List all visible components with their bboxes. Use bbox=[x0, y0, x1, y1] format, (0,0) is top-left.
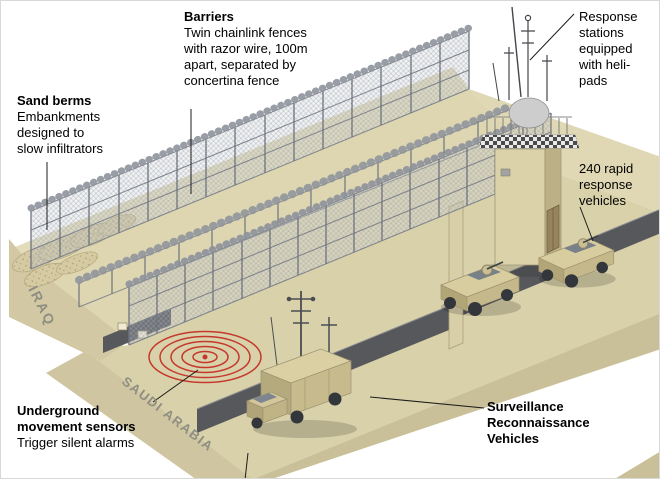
radar-dome bbox=[508, 97, 550, 129]
watchtower bbox=[478, 6, 580, 277]
cab-side bbox=[262, 398, 288, 424]
ground-front-face-left bbox=[46, 351, 251, 478]
label-underground-sensors-heading: Underground movement sensors bbox=[17, 403, 136, 434]
chainlink-fence-far bbox=[27, 24, 473, 270]
label-sand-berms-body: Embankments designed to slow infiltrator… bbox=[17, 109, 103, 156]
label-barriers-body: Twin chainlink fences with razor wire, 1… bbox=[184, 25, 308, 88]
underground-sensor-rings bbox=[148, 330, 262, 384]
label-sand-berms-heading: Sand berms bbox=[17, 93, 92, 108]
sensor-unit-box bbox=[117, 322, 128, 331]
ground-front-face-right bbox=[255, 313, 659, 478]
razor-wire-coil bbox=[27, 24, 473, 212]
label-underground-sensors: Underground movement sensors Trigger sil… bbox=[17, 403, 187, 451]
tower-window bbox=[500, 168, 511, 177]
razor-wire-coil bbox=[75, 102, 515, 284]
sensor-mast bbox=[270, 291, 337, 367]
leader-bottom-cropped bbox=[244, 452, 249, 478]
ground-left-face bbox=[9, 239, 129, 361]
leader-underground-sensors bbox=[152, 369, 199, 403]
label-rapid-response-body: 240 rapid response vehicles bbox=[579, 161, 634, 208]
fence-posts bbox=[78, 109, 512, 307]
chainlink-fence-near bbox=[125, 106, 555, 346]
fence-posts bbox=[30, 31, 470, 269]
ground-corner-face bbox=[616, 452, 659, 478]
windshield bbox=[253, 393, 277, 403]
dividing-wall bbox=[448, 200, 464, 350]
label-response-stations-body: Response stations equipped with heli- pa… bbox=[579, 9, 638, 88]
label-response-stations: Response stations equipped with heli- pa… bbox=[579, 9, 659, 89]
leader-surveillance bbox=[369, 396, 485, 409]
label-surveillance: Surveillance Reconnaissance Vehicles bbox=[487, 399, 637, 447]
antenna-mast bbox=[492, 6, 552, 102]
label-barriers-heading: Barriers bbox=[184, 9, 234, 24]
surveillance-truck bbox=[246, 291, 357, 438]
leader-rapid-response bbox=[579, 206, 594, 242]
label-barriers: Barriers Twin chainlink fences with razo… bbox=[184, 9, 334, 89]
label-surveillance-heading: Surveillance Reconnaissance Vehicles bbox=[487, 399, 590, 446]
label-sand-berms: Sand berms Embankments designed to slow … bbox=[17, 93, 137, 157]
label-underground-sensors-body: Trigger silent alarms bbox=[17, 435, 135, 450]
leader-response-stations bbox=[529, 13, 575, 61]
equipment-box-side bbox=[290, 360, 352, 416]
tower-front-face bbox=[494, 148, 546, 266]
label-rapid-response: 240 rapid response vehicles bbox=[579, 161, 659, 209]
razor-wire-coil bbox=[125, 106, 555, 288]
